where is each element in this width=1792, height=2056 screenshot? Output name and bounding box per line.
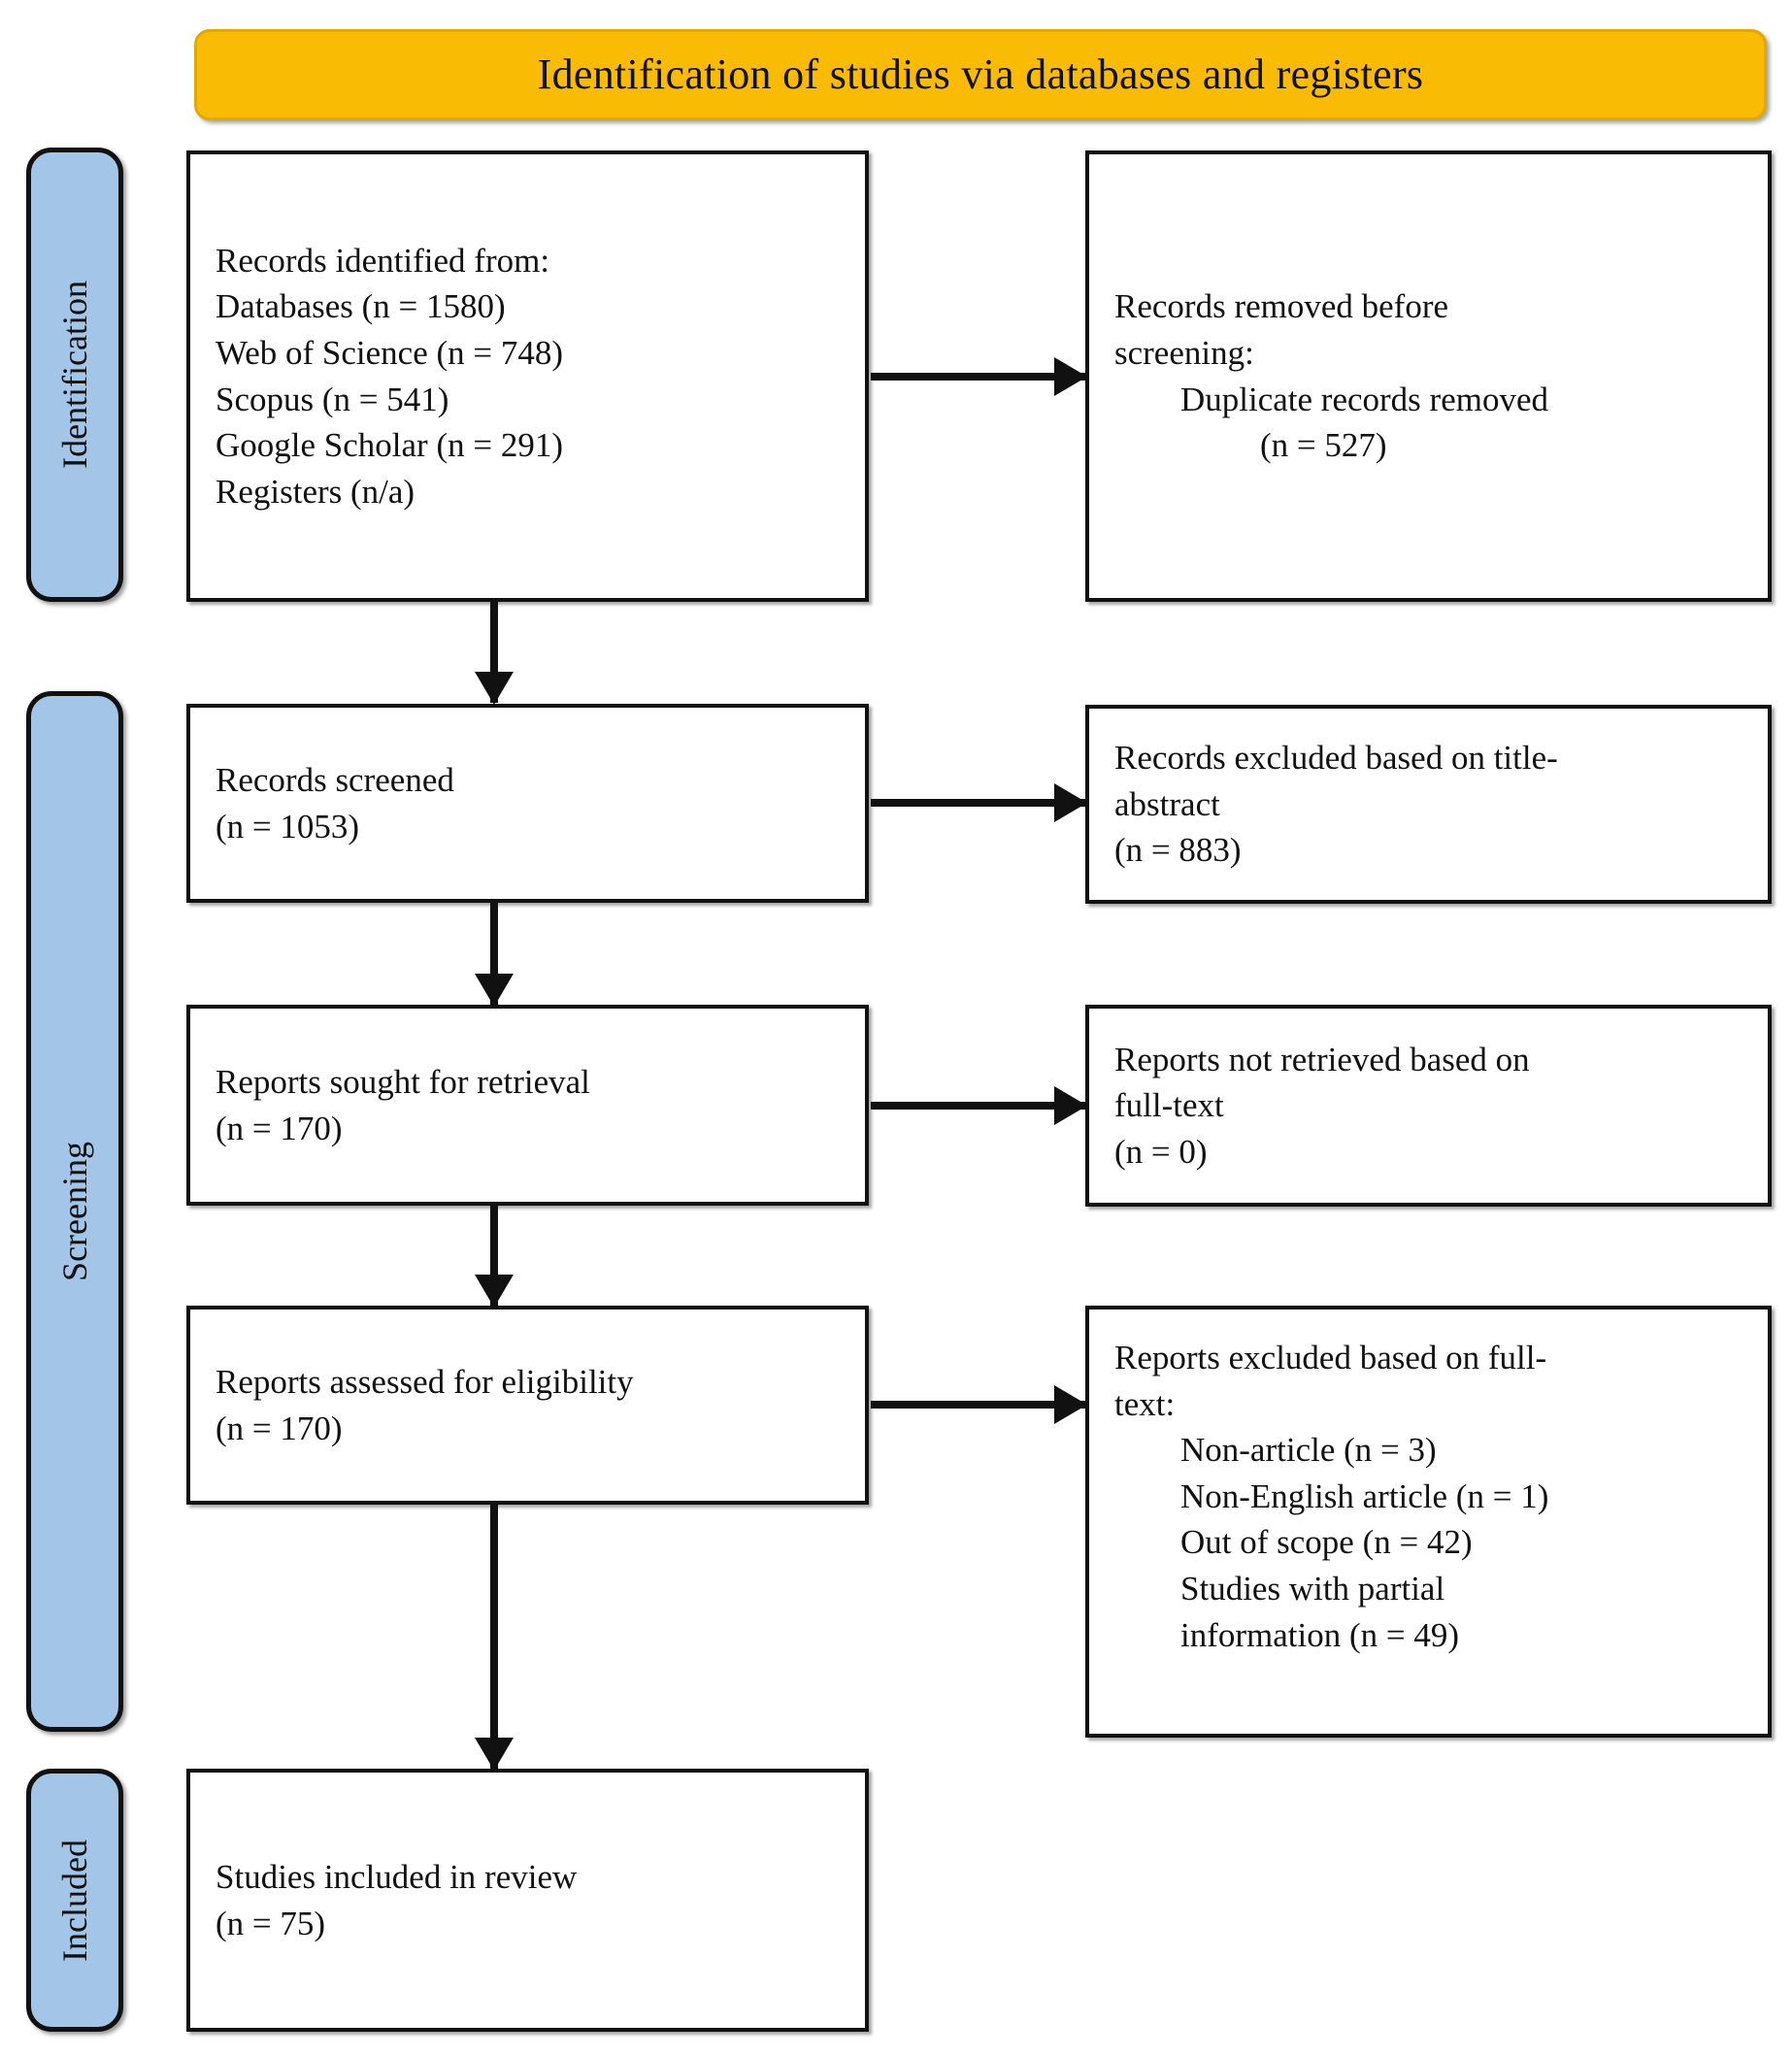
header-banner: Identification of studies via databases … (194, 29, 1767, 120)
arrow-identified-to-removed (871, 373, 1085, 381)
arrow-assessed-to-included (490, 1505, 498, 1769)
node-records-screened: Records screened (n = 1053) (186, 704, 869, 903)
node-line: Records screened (216, 760, 454, 799)
node-line: text: (1114, 1384, 1176, 1423)
node-line: abstract (1114, 784, 1220, 823)
node-reports-assessed: Reports assessed for eligibility (n = 17… (186, 1306, 869, 1505)
node-line: Reports not retrieved based on (1114, 1040, 1530, 1078)
node-line: Studies included in review (216, 1857, 578, 1896)
node-line: Non-English article (n = 1) (1180, 1476, 1549, 1515)
node-line: Non-article (n = 3) (1180, 1431, 1437, 1470)
node-line: (n = 883) (1114, 831, 1242, 870)
page-title: Identification of studies via databases … (537, 50, 1424, 98)
stage-bar-identification: Identification (26, 148, 123, 602)
node-line: (n = 75) (216, 1904, 326, 1942)
node-line: information (n = 49) (1180, 1615, 1460, 1654)
node-line: Web of Science (n = 748) (216, 333, 564, 372)
node-records-identified: Records identified from: Databases (n = … (186, 150, 869, 602)
arrow-screened-to-sought (490, 903, 498, 1005)
node-line: (n = 170) (216, 1409, 343, 1447)
stage-label-included: Included (55, 1839, 94, 1962)
node-line: Reports assessed for eligibility (216, 1362, 634, 1401)
node-records-excluded-title-abstract: Records excluded based on title- abstrac… (1085, 705, 1772, 904)
stage-label-screening: Screening (55, 1142, 94, 1281)
node-line: Records identified from: (216, 241, 550, 280)
node-reports-sought: Reports sought for retrieval (n = 170) (186, 1005, 869, 1206)
node-line: (n = 1053) (216, 807, 360, 846)
node-line: Records removed before (1114, 287, 1449, 326)
arrow-sought-to-assessed (490, 1206, 498, 1306)
node-line: Google Scholar (n = 291) (216, 426, 563, 465)
node-studies-included: Studies included in review (n = 75) (186, 1769, 869, 2032)
node-line: Scopus (n = 541) (216, 380, 449, 418)
node-line: Out of scope (n = 42) (1180, 1523, 1473, 1562)
node-line: (n = 170) (216, 1109, 343, 1147)
node-line: Databases (n = 1580) (216, 287, 506, 326)
stage-bar-screening: Screening (26, 691, 123, 1732)
node-line: Reports sought for retrieval (216, 1062, 590, 1101)
node-line: full-text (1114, 1086, 1224, 1125)
node-reports-not-retrieved: Reports not retrieved based on full-text… (1085, 1005, 1772, 1207)
node-line: Studies with partial (1180, 1569, 1445, 1608)
arrow-identified-to-screened (490, 602, 498, 703)
node-records-removed: Records removed before screening: Duplic… (1085, 150, 1772, 602)
node-line: screening: (1114, 333, 1254, 372)
node-reports-excluded-full-text: Reports excluded based on full- text: No… (1085, 1306, 1772, 1738)
stage-bar-included: Included (26, 1769, 123, 2032)
node-line: Duplicate records removed (1180, 380, 1549, 418)
arrow-assessed-to-excluded-full (871, 1401, 1085, 1409)
stage-label-identification: Identification (55, 281, 94, 469)
node-line: Records excluded based on title- (1114, 739, 1558, 778)
node-line: (n = 527) (1260, 426, 1387, 465)
node-line: (n = 0) (1114, 1132, 1208, 1171)
node-line: Reports excluded based on full- (1114, 1339, 1547, 1376)
arrow-sought-to-not-retrieved (871, 1102, 1085, 1110)
arrow-screened-to-excluded (871, 799, 1085, 807)
node-line: Registers (n/a) (216, 472, 415, 511)
